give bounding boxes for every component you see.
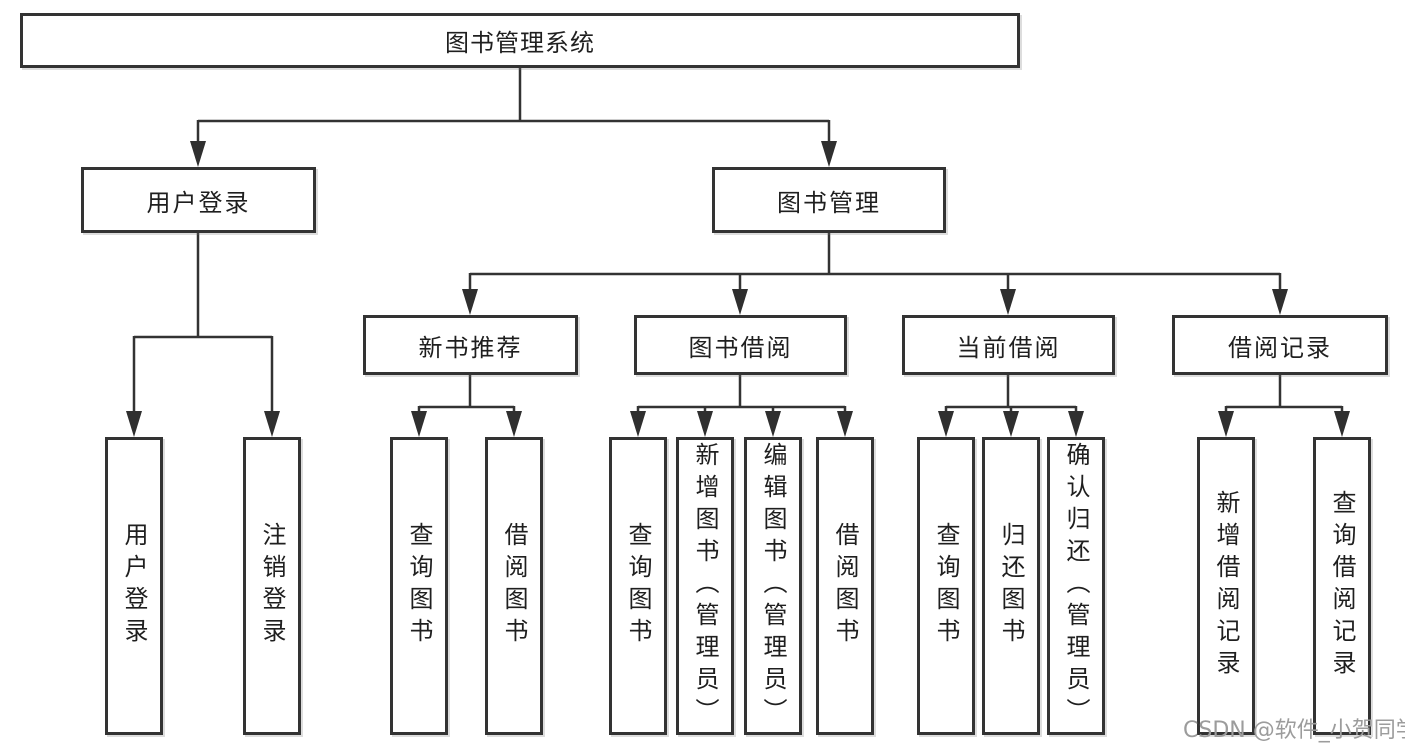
csdn-watermark: CSDN @软件_小贺同学 <box>1183 718 1405 743</box>
leaf-query-books-current: 查询图书 <box>917 437 975 735</box>
leaf-label: 查询图书 <box>624 522 652 650</box>
leaf-label: 查询借阅记录 <box>1328 490 1356 682</box>
leaf-return-books: 归还图书 <box>982 437 1040 735</box>
leaf-add-books-admin: 新增图书（管理员） <box>676 437 734 735</box>
leaf-label: 新增借阅记录 <box>1212 490 1240 682</box>
leaf-label: 查询图书 <box>405 522 433 650</box>
leaf-edit-books-admin: 编辑图书（管理员） <box>744 437 802 735</box>
leaf-logout: 注销登录 <box>243 437 301 735</box>
leaf-add-borrow-record: 新增借阅记录 <box>1197 437 1255 735</box>
leaf-label: 新增图书（管理员） <box>691 442 719 730</box>
leaf-label: 确认归还（管理员） <box>1062 442 1090 730</box>
leaf-query-books-recommend: 查询图书 <box>390 437 448 735</box>
leaf-label: 借阅图书 <box>500 522 528 650</box>
leaf-query-books-borrow: 查询图书 <box>609 437 667 735</box>
node-book-borrow: 图书借阅 <box>634 315 847 375</box>
node-label: 新书推荐 <box>418 333 523 362</box>
leaf-label: 借阅图书 <box>831 522 859 650</box>
node-book-management: 图书管理 <box>712 167 946 233</box>
node-borrow-records: 借阅记录 <box>1172 315 1388 375</box>
leaf-label: 编辑图书（管理员） <box>759 442 787 730</box>
node-label: 图书借阅 <box>688 333 793 362</box>
node-user-login: 用户登录 <box>81 167 316 233</box>
leaf-confirm-return-admin: 确认归还（管理员） <box>1047 437 1105 735</box>
node-label: 借阅记录 <box>1228 333 1332 362</box>
node-current-borrow: 当前借阅 <box>902 315 1115 375</box>
leaf-query-borrow-record: 查询借阅记录 <box>1313 437 1371 735</box>
leaf-label: 查询图书 <box>932 522 960 650</box>
leaf-label: 注销登录 <box>258 522 286 650</box>
leaf-borrow-books: 借阅图书 <box>816 437 874 735</box>
leaf-borrow-books-recommend: 借阅图书 <box>485 437 543 735</box>
node-label: 用户登录 <box>146 188 251 217</box>
node-label: 图书管理 <box>777 188 881 217</box>
leaf-user-login: 用户登录 <box>105 437 163 735</box>
node-new-book-recommend: 新书推荐 <box>363 315 578 375</box>
leaf-label: 用户登录 <box>120 522 148 650</box>
leaf-label: 归还图书 <box>997 522 1025 650</box>
node-root-system: 图书管理系统 <box>20 13 1020 68</box>
node-root-label: 图书管理系统 <box>445 29 595 57</box>
node-label: 当前借阅 <box>956 333 1061 362</box>
